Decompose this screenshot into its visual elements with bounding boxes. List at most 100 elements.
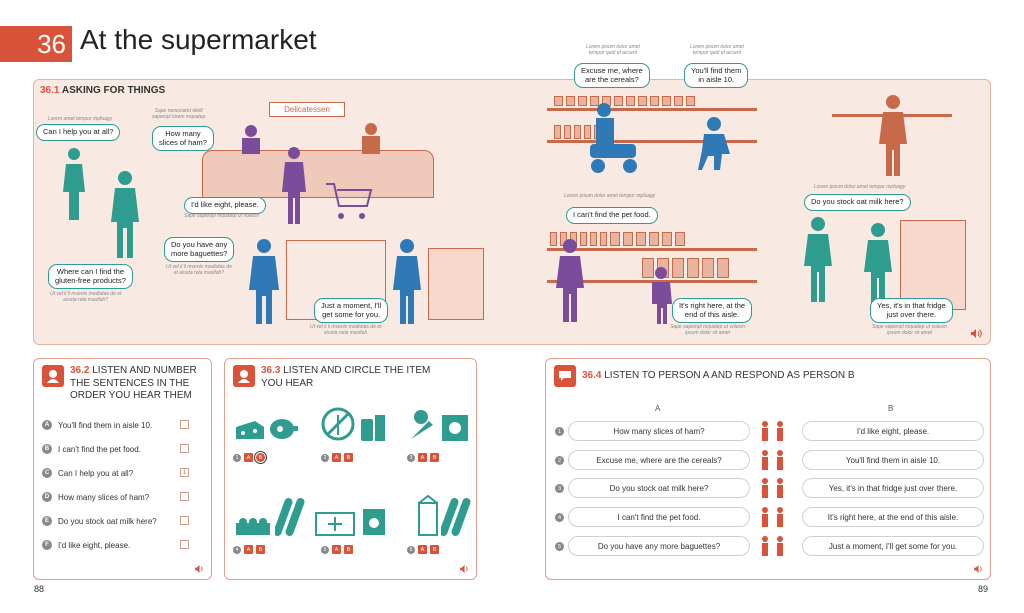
answer-box[interactable] (180, 540, 189, 549)
shelf-items (550, 232, 685, 246)
option-a-button[interactable]: A (244, 453, 253, 462)
stock-worker-figure (698, 117, 730, 170)
list-item: F I'd like eight, please. (42, 540, 130, 550)
person-b-line: You'll find them in aisle 10. (802, 450, 984, 470)
answer-box[interactable] (180, 420, 189, 429)
shelf-items (554, 96, 695, 106)
butcher-figure (242, 125, 260, 154)
shelf (547, 248, 757, 251)
option-a-button[interactable]: A (418, 545, 427, 554)
phonetic-text: Sape nonectand idelit sapienpl lorem mqu… (152, 108, 206, 120)
item-text: I'd like eight, please. (58, 540, 131, 550)
row-number: 3 (555, 484, 564, 493)
cheese-icon (236, 421, 264, 439)
exercise-number: 36.4 (582, 370, 602, 381)
speaker-icon[interactable] (460, 565, 470, 573)
option-b-button[interactable]: B (430, 545, 439, 554)
fridge (900, 220, 966, 310)
page-number-left: 88 (34, 584, 45, 594)
baker-figure (393, 239, 421, 324)
speaker-icon[interactable] (974, 565, 984, 573)
shelf-items (642, 258, 729, 278)
shelf (547, 140, 757, 143)
shelf (547, 108, 757, 111)
exercise-36-2: 36.2 LISTEN AND NUMBER THE SENTENCES IN … (33, 358, 212, 580)
delicatessen-sign: Delicatessen (269, 102, 345, 117)
option-number: 1 (233, 453, 241, 462)
deli-counter (202, 150, 434, 198)
speech-bubble: Excuse me, where are the cereals? (574, 63, 650, 89)
option-b-button[interactable]: B (254, 451, 267, 464)
row-number: 2 (555, 456, 564, 465)
person-b-line: Yes, it's in that fridge just over there… (802, 478, 984, 498)
option-b-button[interactable]: B (256, 545, 265, 554)
oat-milk-icon (418, 495, 438, 536)
mobility-scooter-figure (590, 103, 637, 173)
scene-section-title: ASKING FOR THINGS (61, 85, 166, 96)
option-number: 5 (321, 545, 329, 554)
option-number: 2 (321, 453, 329, 462)
option-b-button[interactable]: B (344, 545, 353, 554)
customer-figure-orange (879, 95, 907, 176)
person-b-line: Just a moment, I'll get some for you. (802, 536, 984, 556)
item-text: I can't find the pet food. (58, 444, 141, 454)
row-number: 1 (555, 427, 564, 436)
exercise-number: 36.3 (261, 365, 281, 376)
child-figure (652, 267, 672, 324)
exercise-title-line: YOU HEAR (261, 377, 314, 389)
option-a-button[interactable]: A (244, 545, 253, 554)
person-a-line: How many slices of ham? (568, 421, 750, 441)
item-letter: F (42, 540, 52, 550)
eggs-icon (236, 518, 270, 535)
speech-bubble: I can't find the pet food. (566, 207, 658, 224)
option-b-button[interactable]: B (430, 453, 439, 462)
exercise-36-4: 36.4 LISTEN TO PERSON A AND RESPOND AS P… (545, 358, 991, 580)
person-b-line: It's right here, at the end of this aisl… (802, 507, 984, 527)
option-a-button[interactable]: A (418, 453, 427, 462)
milk-jug-icon (361, 415, 385, 441)
phonetic-text: Lorem ipsum dolor amet tempor quid et ac… (586, 44, 640, 56)
exercise-title-line: LISTEN AND CIRCLE THE ITEM (283, 365, 431, 376)
customer-figure-teal (63, 148, 85, 220)
phonetic-text: Ut vel il il mvenis modiutas de et eiust… (50, 291, 122, 303)
speaker-icon[interactable] (195, 565, 205, 573)
person-a-line: Do you have any more baguettes? (568, 536, 750, 556)
frozen-food-icon (315, 512, 355, 536)
shopping-trolley-icon (326, 183, 373, 219)
speech-bubble: It's right here, at the end of this aisl… (672, 298, 753, 324)
people-icon (762, 507, 783, 527)
phonetic-text: Sape sapienpl mquatep ut volecin (184, 213, 260, 219)
item-letter: B (42, 444, 52, 454)
exercise-number: 36.2 (70, 365, 90, 376)
customer-figure-blue (249, 239, 279, 324)
gluten-free-icon (321, 407, 355, 441)
answer-box[interactable] (180, 516, 189, 525)
scene-section-number: 36.1 (40, 85, 60, 96)
speech-bubble: Just a moment, I'll get some for you. (314, 298, 389, 324)
customer-figure-teal-2 (804, 217, 832, 302)
people-icon (762, 450, 783, 470)
exercise-header: 36.2 LISTEN AND NUMBER THE SENTENCES IN … (42, 365, 197, 403)
speech-bubble: Do you stock oat milk here? (804, 194, 911, 211)
option-a-button[interactable]: A (332, 545, 341, 554)
row-number: 5 (555, 542, 564, 551)
speech-bubble: Where can I find the gluten-free product… (48, 264, 133, 290)
option-a-button[interactable]: A (332, 453, 341, 462)
speech-bubble: Do you have any more baguettes? (164, 237, 235, 263)
option-b-button[interactable]: B (344, 453, 353, 462)
answer-box[interactable] (180, 492, 189, 501)
answer-box[interactable] (180, 444, 189, 453)
speaker-icon[interactable] (971, 329, 982, 338)
answer-box[interactable]: 1 (180, 468, 189, 477)
baguettes-icon (275, 497, 305, 537)
phonetic-text: Lorem ipsum dolor amet tempor quid et ac… (690, 44, 744, 56)
customer-figure-purple (282, 147, 306, 224)
speech-bubble: How many slices of ham? (152, 126, 214, 152)
person-a-line: Do you stock oat milk here? (568, 478, 750, 498)
